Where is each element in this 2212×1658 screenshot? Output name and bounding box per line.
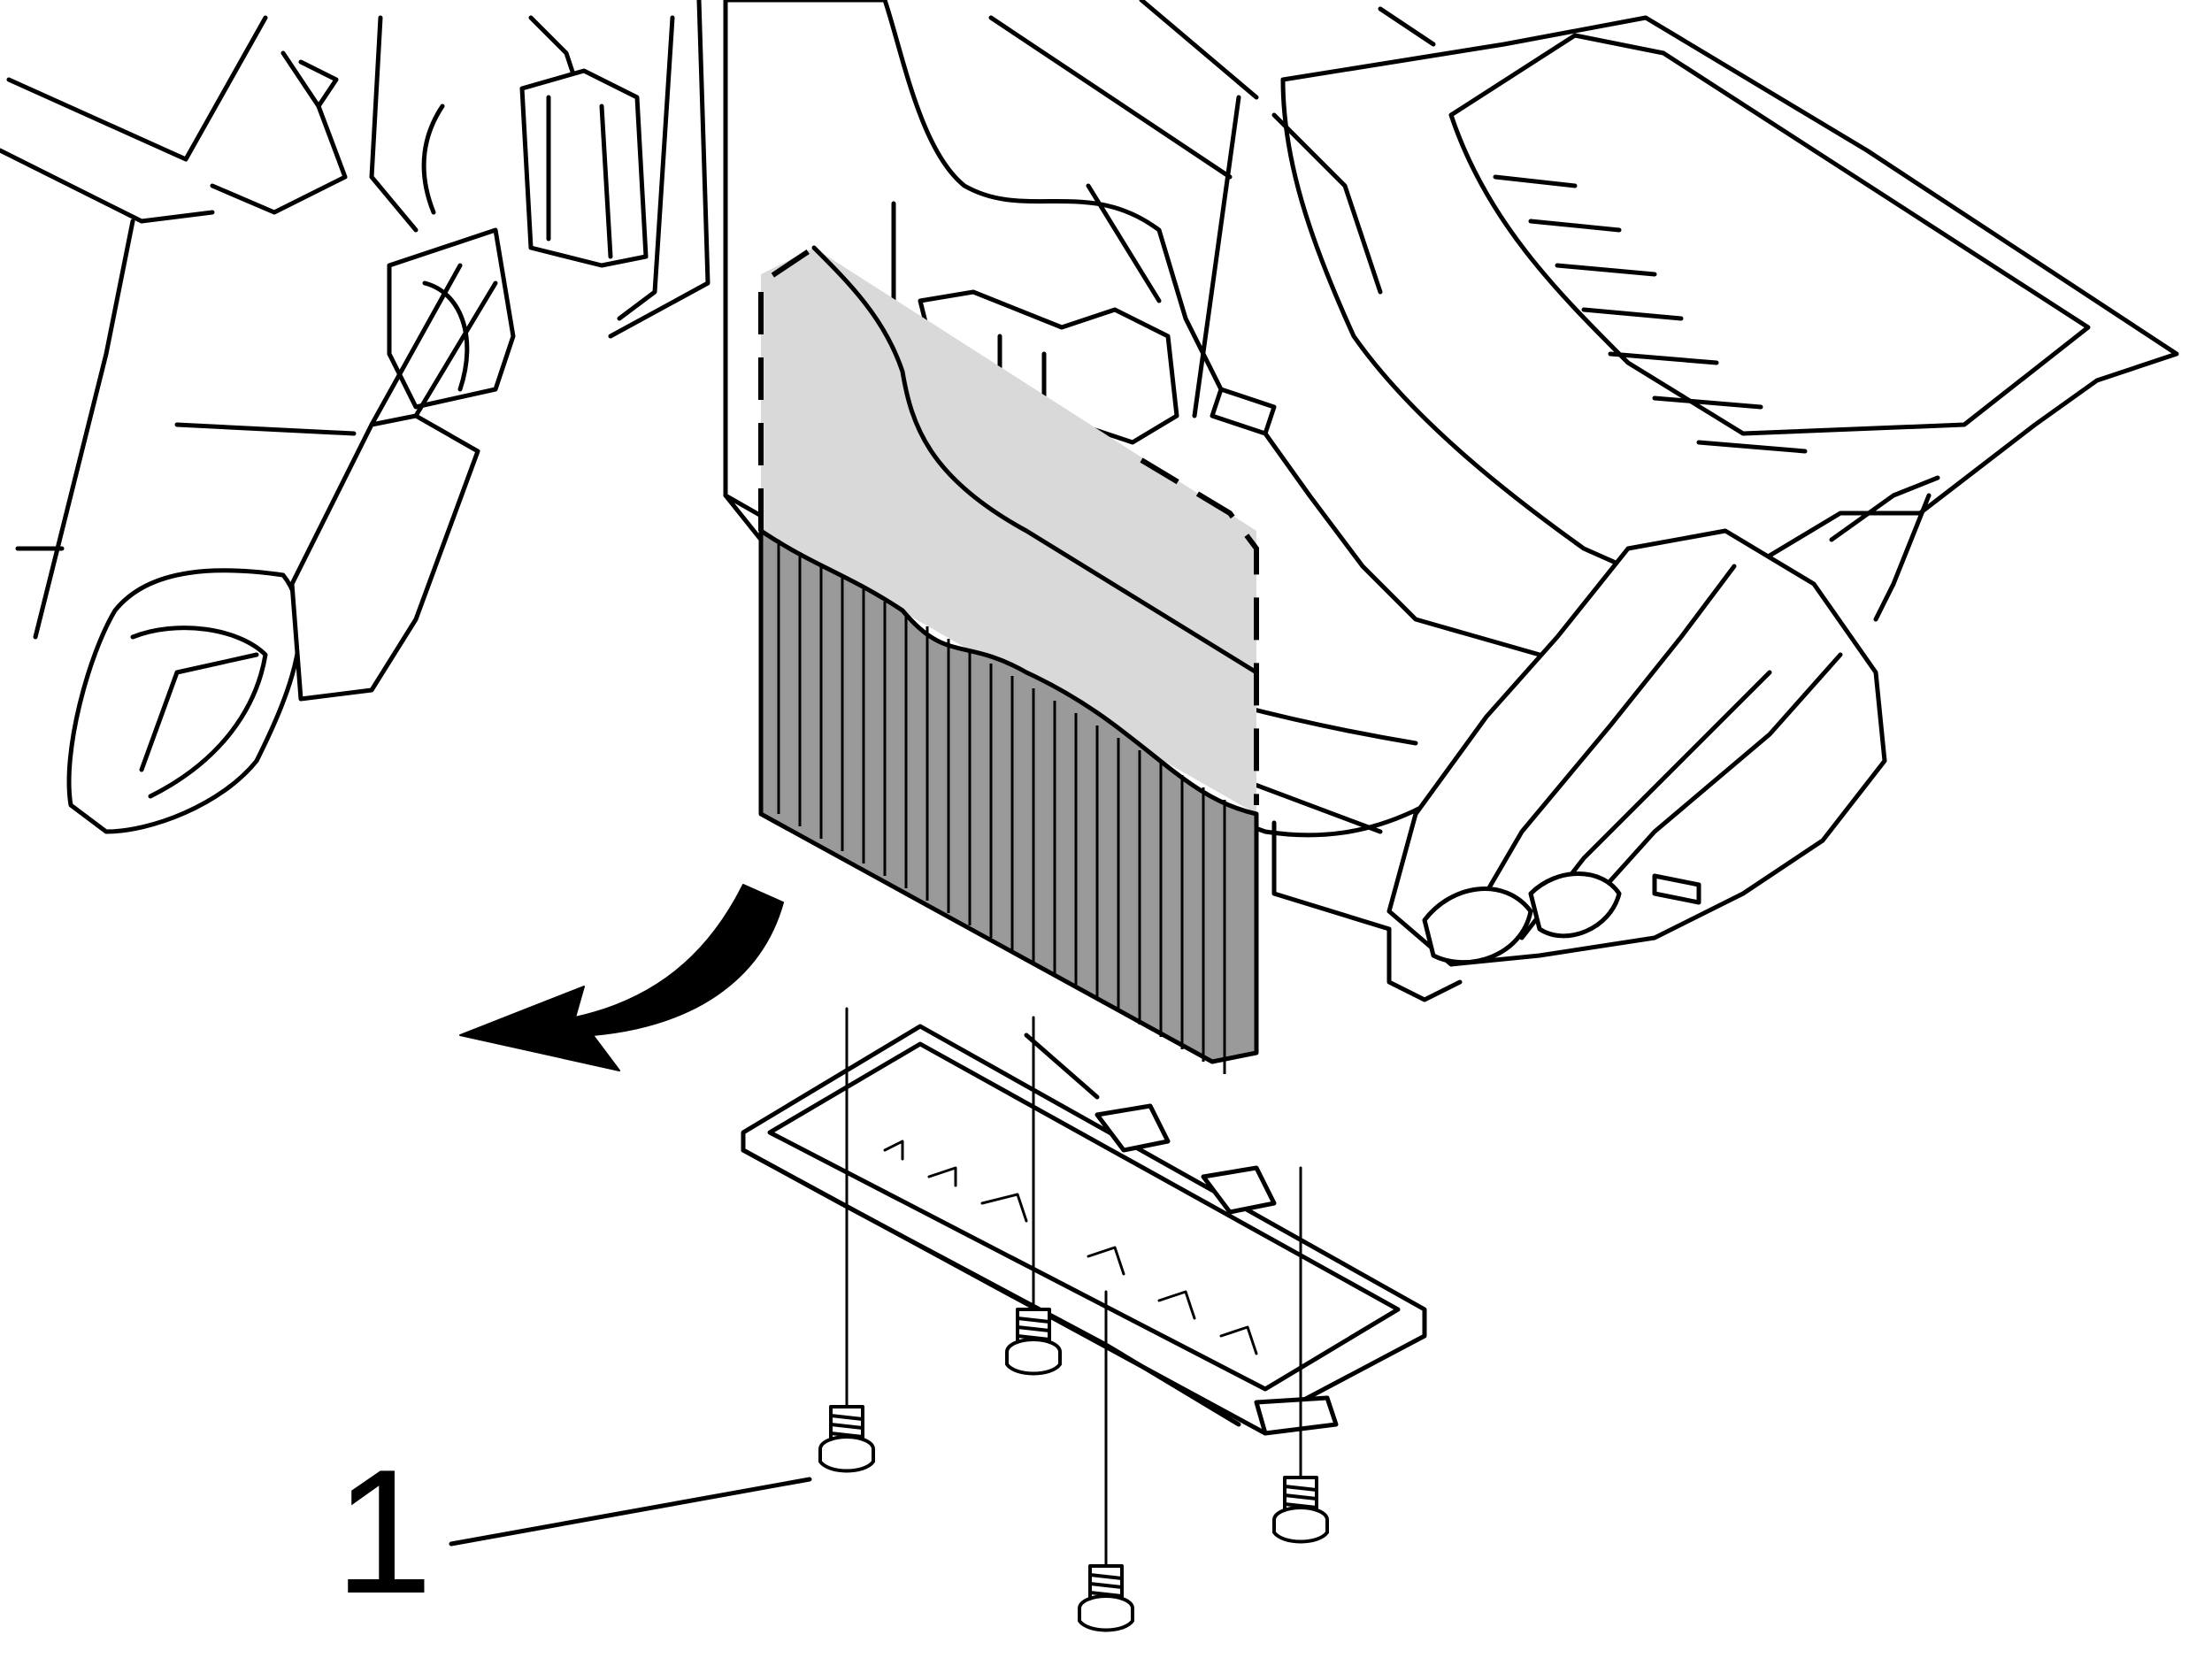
callout-label: 1 <box>334 1433 433 1631</box>
screw-part <box>1005 1352 1062 1376</box>
screw-part <box>818 1449 875 1473</box>
screw-icon <box>1272 1476 1329 1544</box>
screw-part <box>830 1414 864 1421</box>
screw-icon <box>818 1405 875 1473</box>
screw-part <box>1272 1520 1329 1544</box>
curved-arrow-icon <box>459 884 784 1071</box>
screw-part <box>1089 1573 1123 1580</box>
screw-part <box>1017 1325 1050 1332</box>
alignment-lines <box>845 1007 1302 1594</box>
hvac-housing <box>0 0 2179 1002</box>
screw-icon <box>1078 1564 1134 1632</box>
screw-part <box>1078 1608 1134 1632</box>
cabin-air-filter <box>758 245 1259 1074</box>
screw-part <box>1284 1485 1317 1492</box>
screw-part <box>830 1423 864 1430</box>
screw-part <box>1089 1582 1123 1589</box>
screw-part <box>1017 1316 1050 1324</box>
callout-1: 1 <box>334 1433 812 1631</box>
filter-pleats <box>777 540 1226 1074</box>
filter-cover <box>741 1024 1427 1436</box>
screws <box>818 1308 1329 1632</box>
screw-icon <box>1005 1308 1062 1376</box>
screw-part <box>1284 1493 1317 1501</box>
